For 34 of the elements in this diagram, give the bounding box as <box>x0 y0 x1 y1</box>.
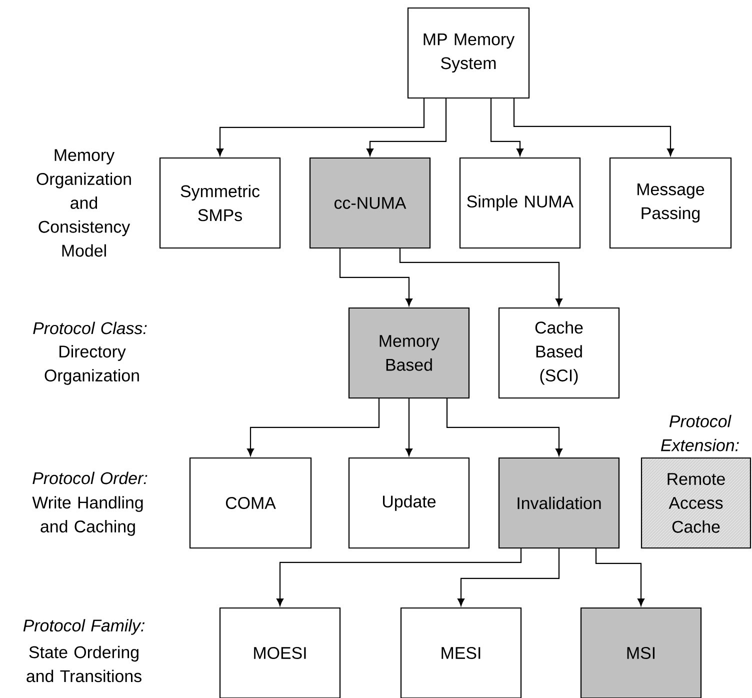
arrow <box>406 398 412 456</box>
level-heading: Protocol Class: <box>33 322 147 334</box>
category-box: MESI <box>400 607 522 698</box>
arrow <box>216 98 425 156</box>
arrow <box>339 248 412 306</box>
extension-box: Remote Access Cache <box>640 457 752 549</box>
arrow <box>276 548 522 606</box>
level-heading: Protocol Order: <box>32 472 148 484</box>
category-box: Symmetric SMPs <box>159 157 281 249</box>
category-box: MP Memory System <box>407 7 530 99</box>
category-box: Cache Based (SCI) <box>498 307 620 399</box>
arrow <box>458 548 560 606</box>
level-heading: Protocol Family: <box>23 619 144 635</box>
category-box: Simple NUMA <box>459 157 581 249</box>
category-box: COMA <box>189 457 312 549</box>
category-box: Update <box>348 457 470 549</box>
arrow <box>490 98 524 156</box>
arrow <box>595 548 644 606</box>
category-box: MOESI <box>219 607 341 698</box>
category-box: Message Passing <box>609 157 732 249</box>
level-label: Memory Organization and Consistency Model <box>36 149 131 257</box>
category-box: cc-NUMA <box>309 157 431 249</box>
category-box: Memory Based <box>348 307 470 399</box>
level-label: State Ordering and Transitions <box>26 646 142 682</box>
arrow <box>399 248 562 306</box>
arrow <box>366 98 447 156</box>
category-box: Invalidation <box>498 457 620 549</box>
category-box: MSI <box>580 607 702 698</box>
arrow <box>446 398 562 456</box>
heading: Protocol Extension: <box>660 414 739 452</box>
level-label: Directory Organization <box>44 345 139 385</box>
arrow <box>247 398 380 456</box>
level-label: Write Handling and Caching <box>32 496 143 536</box>
arrow <box>513 98 674 156</box>
